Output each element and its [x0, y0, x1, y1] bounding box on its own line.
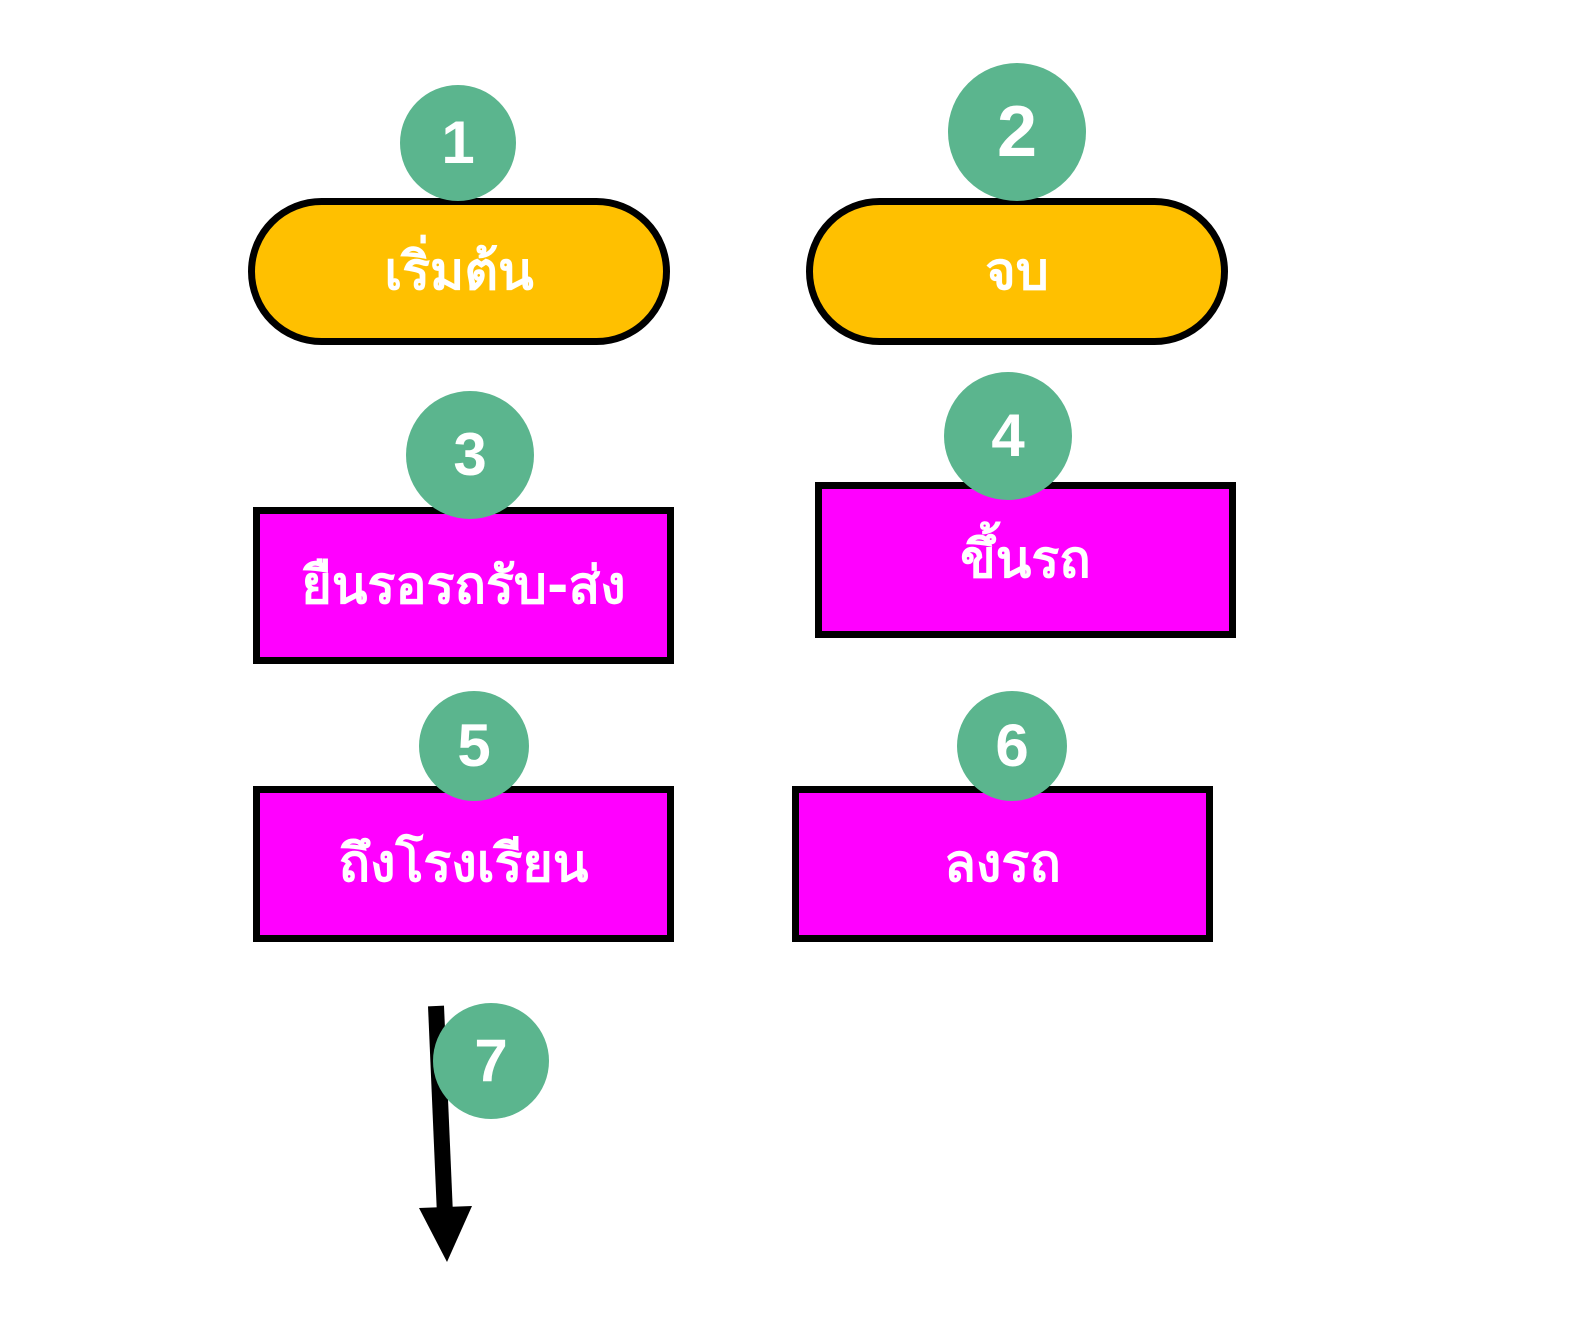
- end-terminal-label: จบ: [985, 241, 1049, 302]
- number-badge-4: 4: [944, 372, 1072, 500]
- get-off-bus-process-box: ลงรถ: [792, 786, 1213, 942]
- number-badge-3: 3: [406, 391, 534, 519]
- board-bus-label: ขึ้นรถ: [960, 530, 1091, 590]
- number-badge-5: 5: [419, 691, 529, 801]
- wait-for-bus-label: ยืนรอรถรับ-ส่ง: [301, 555, 626, 616]
- number-badge-1: 1: [400, 85, 516, 201]
- arrive-school-label: ถึงโรงเรียน: [338, 834, 589, 894]
- wait-for-bus-process-box: ยืนรอรถรับ-ส่ง: [253, 507, 674, 664]
- start-terminal-label: เริ่มต้น: [384, 241, 534, 302]
- board-bus-process-box: ขึ้นรถ: [815, 482, 1236, 638]
- number-badge-7: 7: [433, 1003, 549, 1119]
- flow-arrow-head: [419, 1206, 472, 1262]
- number-badge-6: 6: [957, 691, 1067, 801]
- arrive-school-process-box: ถึงโรงเรียน: [253, 786, 674, 942]
- start-terminal-shape: เริ่มต้น: [248, 198, 670, 345]
- get-off-bus-label: ลงรถ: [944, 834, 1061, 894]
- number-badge-2: 2: [948, 63, 1086, 201]
- end-terminal-shape: จบ: [806, 198, 1228, 345]
